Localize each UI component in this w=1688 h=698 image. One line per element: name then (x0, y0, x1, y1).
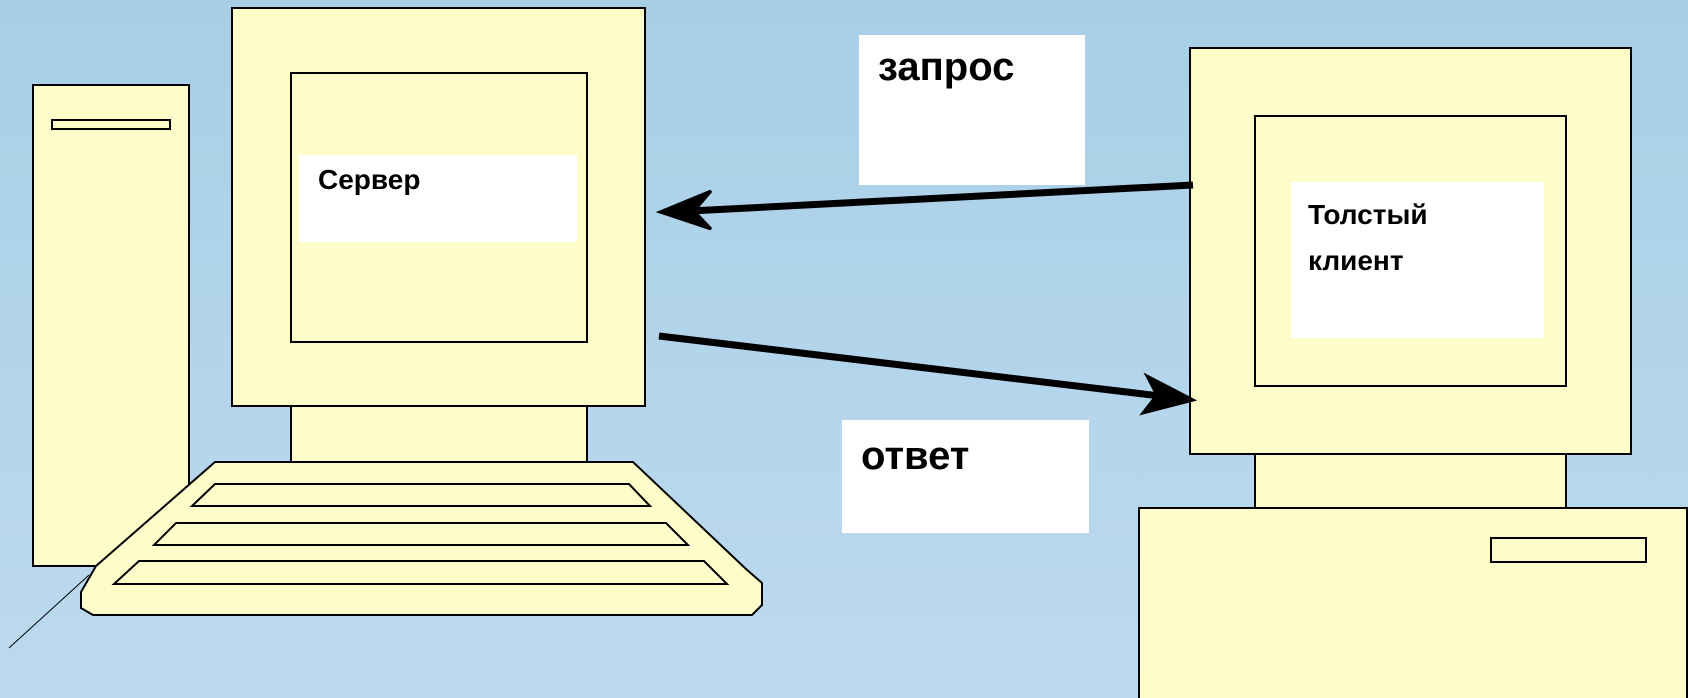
client-desktop-unit (1138, 507, 1688, 698)
client-monitor-neck (1254, 451, 1567, 511)
client-computer (1138, 47, 1688, 698)
keyboard-key-row-1 (189, 483, 653, 507)
keyboard-key-row-3 (111, 560, 730, 585)
request-label: запрос (859, 35, 1085, 185)
client-label-line-1: Толстый (1308, 199, 1428, 230)
response-label: ответ (842, 420, 1089, 533)
server-tower (32, 84, 190, 567)
response-arrowhead (1139, 372, 1198, 416)
request-arrowhead (655, 189, 713, 231)
client-label: Толстый клиент (1291, 182, 1544, 338)
keyboard-key-row-2 (151, 522, 691, 546)
keyboard-cable (8, 574, 90, 649)
server-monitor-neck (290, 404, 588, 466)
client-drive-slot (1490, 537, 1647, 563)
server-computer (32, 7, 763, 616)
client-label-line-2: клиент (1308, 245, 1404, 276)
response-arrow (658, 332, 1198, 416)
request-arrow (655, 181, 1194, 231)
server-label: Сервер (299, 155, 577, 242)
server-tower-drive-slot (51, 119, 171, 130)
